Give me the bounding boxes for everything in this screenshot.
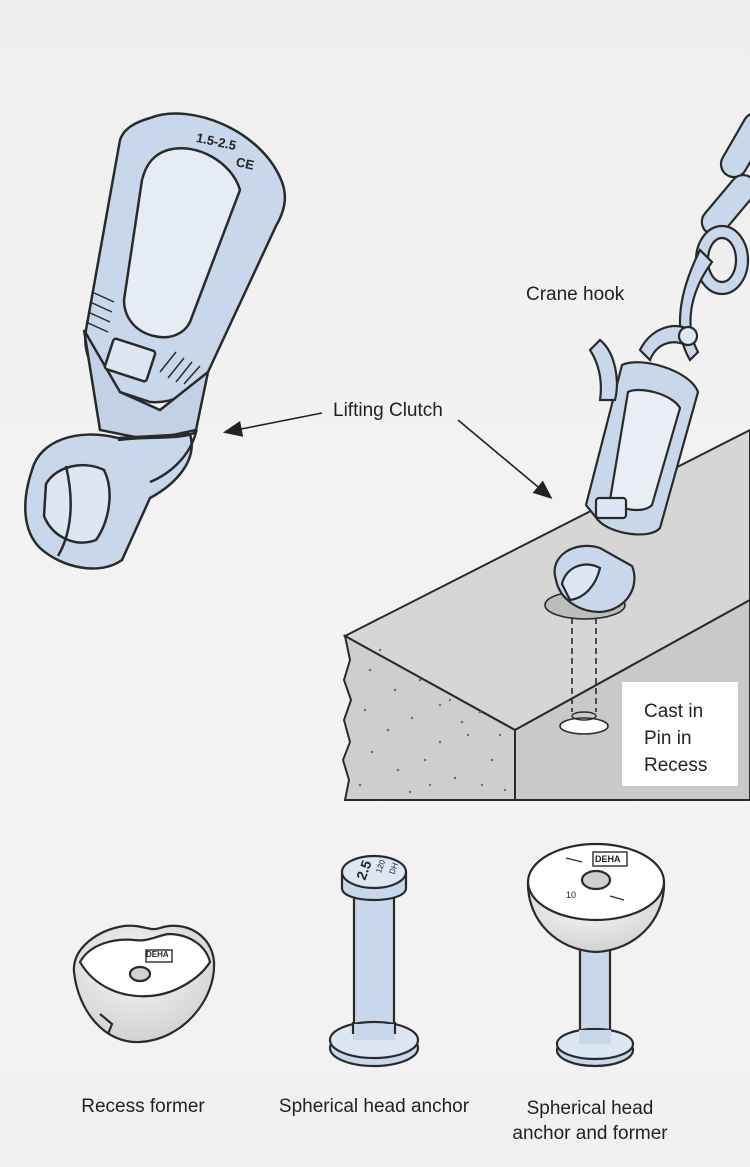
former-brand-marking: DEHA — [146, 950, 169, 959]
former-size-marking: 10 — [566, 890, 577, 900]
anchor-and-former — [526, 842, 666, 1068]
cast-in-line-1: Cast in — [644, 701, 704, 722]
spherical-head-anchor — [328, 854, 420, 1068]
spherical-head-anchor-label: Spherical head anchor — [278, 1096, 470, 1117]
cast-in-line-2: Pin in — [644, 728, 692, 749]
recess-former-label: Recess former — [81, 1096, 205, 1117]
cast-in-callout: Cast in Pin in Recess — [622, 682, 738, 786]
anchor-and-former-line-1: Spherical head — [526, 1098, 654, 1119]
cast-in-label: Cast in Pin in Recess — [644, 698, 734, 779]
crane-hook-shackle — [638, 248, 714, 362]
cast-in-line-3: Recess — [644, 755, 708, 776]
anchor-and-former-line-2: anchor and former — [512, 1123, 668, 1144]
crane-hook-label: Crane hook — [526, 284, 625, 305]
recess-former — [72, 924, 216, 1044]
lifting-clutch-label: Lifting Clutch — [333, 400, 443, 421]
lifting-clutch-detail — [24, 112, 287, 570]
cast-in-anchor-hidden — [571, 618, 597, 712]
leader-arrows — [222, 412, 553, 500]
anchor-former-brand-marking: DEHA — [595, 854, 621, 864]
anchor-and-former-label: Spherical head anchor and former — [480, 1096, 700, 1146]
lifting-clutch-attached — [553, 338, 700, 614]
crane-chain — [694, 111, 750, 296]
concrete-aggregate-texture — [358, 648, 507, 794]
